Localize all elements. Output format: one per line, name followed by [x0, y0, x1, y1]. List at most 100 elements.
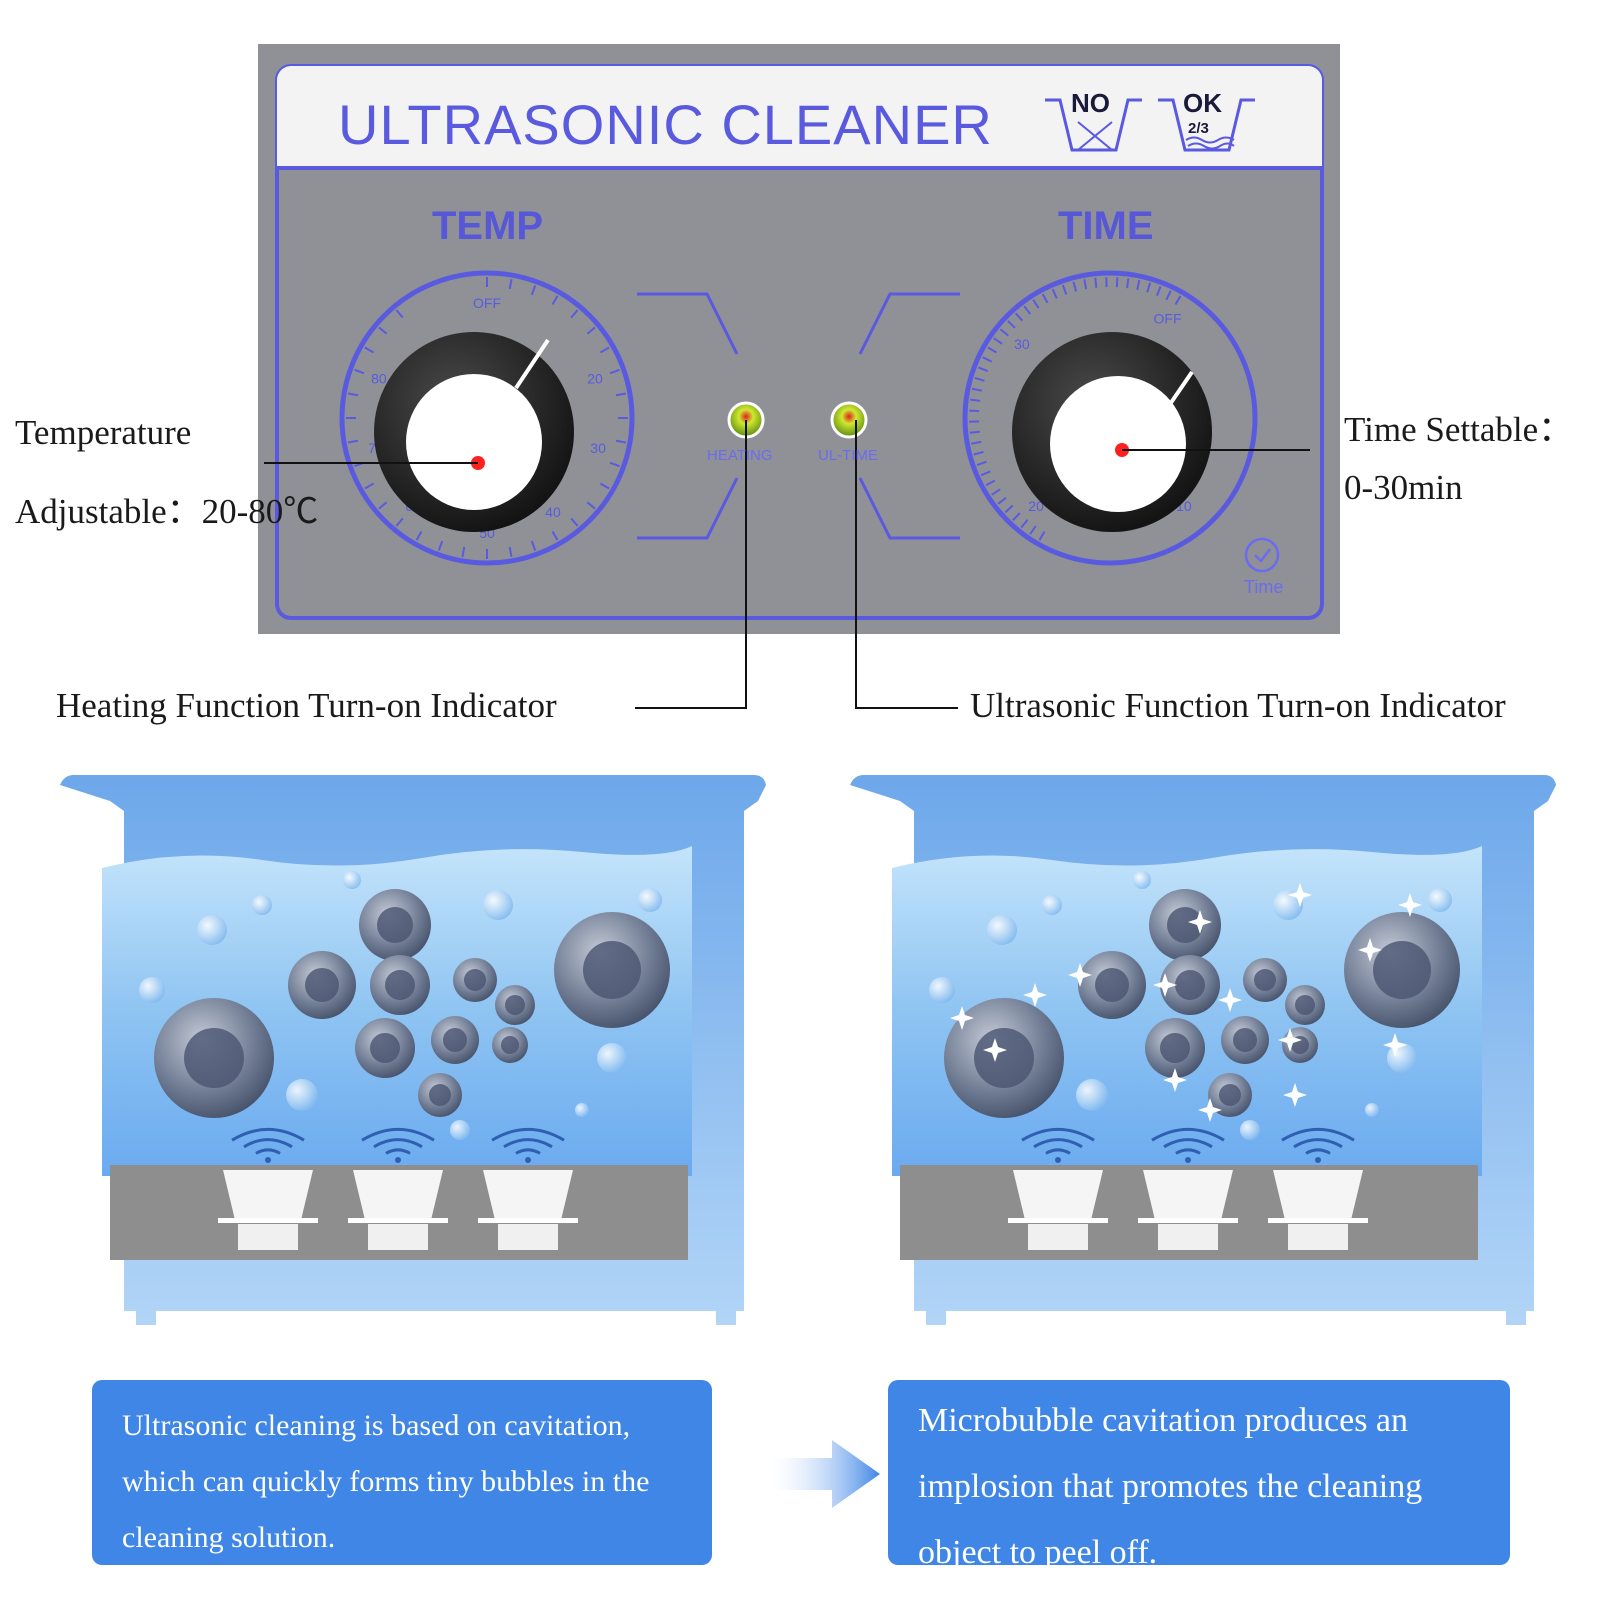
transducer-base [368, 1224, 428, 1250]
metal-part-hole [505, 995, 525, 1015]
metal-part-hole [501, 1036, 519, 1054]
metal-part-hole [1254, 969, 1276, 991]
sparkle-icon [950, 1006, 974, 1030]
metal-parts-left [154, 889, 670, 1118]
ultrasonic-wave [1045, 1148, 1071, 1155]
dial-tick [980, 470, 991, 477]
arrow-right-icon [772, 1440, 880, 1508]
metal-part-hole [1160, 1033, 1190, 1063]
ultrasonic-wave [361, 1128, 435, 1142]
dial-tick [347, 439, 359, 444]
dial-tick [1029, 525, 1037, 535]
metal-part-hole [305, 968, 339, 1002]
transducer-base [1288, 1224, 1348, 1250]
dial-tick [971, 387, 983, 392]
dial-tick [997, 496, 1007, 505]
dial-tick [586, 326, 596, 335]
dial-mark: 20 [587, 371, 603, 387]
temperature-callout-line1: Temperature [15, 413, 192, 452]
bubble [638, 888, 662, 912]
transducer [1273, 1170, 1363, 1220]
dial-tick [1156, 286, 1162, 297]
bubble [1042, 895, 1062, 915]
dial-tick [609, 461, 620, 468]
ultrasonic-wave [1305, 1148, 1331, 1155]
bubble [1428, 888, 1452, 912]
dial-tick [1094, 277, 1098, 288]
ultrasonic-wave [1281, 1128, 1355, 1142]
bubble [252, 895, 272, 915]
sparkle-icon [1198, 1098, 1222, 1122]
transducer-flange [218, 1218, 318, 1223]
dial-tick [1115, 277, 1119, 288]
dial-tick [982, 356, 993, 363]
dial-tick [1165, 290, 1172, 301]
metal-part-hole [583, 941, 641, 999]
transducer-flange [478, 1218, 578, 1223]
implosion-sparkles [950, 883, 1422, 1122]
metal-part-hole [974, 1028, 1034, 1088]
dial-tick [970, 398, 981, 402]
dial-tick [974, 376, 985, 382]
dial-tick [1020, 519, 1029, 529]
metal-part-hole [377, 907, 413, 943]
sparkle-icon [1283, 1083, 1307, 1107]
ultrasonic-indicator-light [830, 401, 868, 439]
transducer-flange [1138, 1218, 1238, 1223]
temperature-dial[interactable]: OFF20304050607080 [339, 270, 635, 566]
bubble [197, 915, 227, 945]
dial-tick [615, 392, 627, 397]
dial-tick [609, 368, 620, 375]
dial-tick [530, 540, 537, 551]
sparkle-icon [1358, 938, 1382, 962]
metal-part-hole [1219, 1084, 1241, 1106]
wave-source [1055, 1157, 1061, 1163]
dial-tick [1072, 281, 1078, 292]
time-knob-pointer [1164, 370, 1194, 412]
bubble [929, 977, 955, 1003]
wave-source [1315, 1157, 1321, 1163]
transducers-right [1008, 1128, 1368, 1250]
bubble [1365, 1103, 1379, 1117]
ultrasonic-wave [385, 1148, 411, 1155]
dial-tick [551, 530, 559, 541]
dial-tick [978, 366, 989, 372]
bubble [450, 1120, 470, 1140]
dial-tick [1007, 320, 1016, 329]
callout-leader-lines [264, 420, 1310, 709]
dial-tick [993, 337, 1003, 345]
ultrasonic-wave [1175, 1148, 1201, 1155]
metal-part-hole [1233, 1028, 1257, 1052]
ultime-label: UL-TIME [818, 447, 878, 464]
ultrasonic-wave [231, 1128, 305, 1142]
ultrasonic-wave [1151, 1128, 1225, 1142]
dial-tick [415, 530, 423, 541]
temp-dial-ring [339, 270, 635, 566]
ultrasonic-wave [1021, 1128, 1095, 1142]
ultrasonic-wave [503, 1138, 553, 1149]
dial-tick [364, 346, 375, 354]
time-label: TIME [1058, 204, 1154, 248]
info-box-cavitation: Ultrasonic cleaning is based on cavitati… [92, 1380, 712, 1565]
dial-tick [1051, 288, 1058, 299]
dial-tick [1041, 293, 1049, 304]
dial-tick [1038, 530, 1046, 541]
indicator-brackets [637, 292, 960, 540]
dial-mark: OFF [1154, 310, 1182, 326]
dial-tick [461, 546, 466, 558]
bubble [575, 1103, 589, 1117]
dial-tick [1012, 512, 1021, 521]
ultrasonic-wave [243, 1138, 293, 1149]
dial-tick [395, 309, 404, 319]
metal-part-hole [1373, 941, 1431, 999]
dial-tick [999, 328, 1009, 337]
dial-tick [354, 368, 365, 375]
time-callout-line1: Time Settable： [1344, 410, 1574, 449]
dial-tick [599, 482, 610, 490]
bubble [343, 871, 361, 889]
heating-indicator-callout: Heating Function Turn-on Indicator [56, 686, 557, 725]
ok-wash-label: OK [1183, 88, 1222, 118]
bubble [483, 890, 513, 920]
